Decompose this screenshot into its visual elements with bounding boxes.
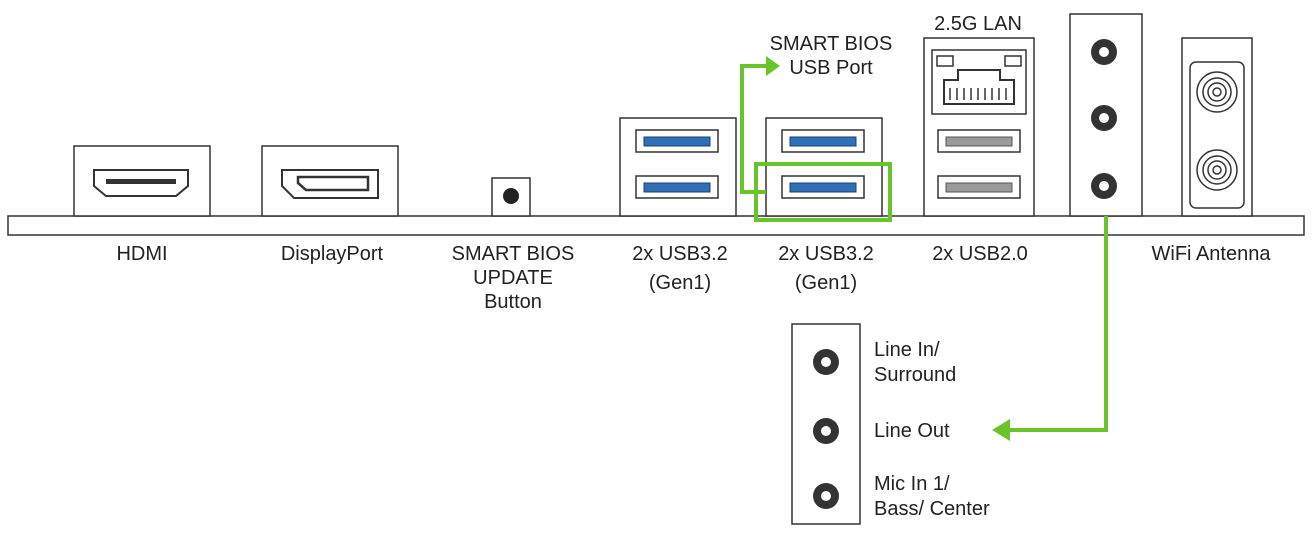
- line-out-label: Line Out: [874, 420, 950, 442]
- usb32-b-label-1: 2x USB3.2: [778, 243, 874, 265]
- audio-callout-arrow: [992, 216, 1108, 441]
- wifi-antenna-label: WiFi Antenna: [1152, 243, 1272, 265]
- io-plate: [7, 215, 1305, 236]
- usb32-a-label-1: 2x USB3.2: [632, 243, 728, 265]
- usb20-label: 2x USB2.0: [932, 243, 1028, 265]
- lan-label: 2.5G LAN: [934, 13, 1022, 35]
- audio-jack-block: [1069, 13, 1143, 217]
- bios-usb-highlight: [740, 56, 892, 222]
- bios-usb-callout-1: SMART BIOS: [770, 33, 893, 55]
- mic-in-label-1: Mic In 1/: [874, 473, 950, 495]
- usb32-b-label-2: (Gen1): [795, 272, 857, 294]
- hdmi-port: [73, 145, 211, 217]
- lan-port: [931, 49, 1027, 115]
- bios-button-label-2: UPDATE: [473, 267, 553, 289]
- wifi-antenna-block: [1181, 37, 1253, 217]
- displayport-label: DisplayPort: [281, 243, 384, 265]
- displayport-port: [261, 145, 399, 217]
- hdmi-label: HDMI: [116, 243, 167, 265]
- line-in-label-1: Line In/: [874, 339, 940, 361]
- bios-button-label-3: Button: [484, 291, 542, 313]
- mic-in-label-2: Bass/ Center: [874, 498, 990, 520]
- bios-usb-callout-2: USB Port: [789, 57, 873, 79]
- usb32-a-label-2: (Gen1): [649, 272, 711, 294]
- usb32-port-block-b: [765, 117, 883, 217]
- lan-usb20-block: [923, 37, 1035, 217]
- usb32-port-block-a: [619, 117, 737, 217]
- audio-detail-panel: [791, 323, 861, 525]
- line-in-label-2: Surround: [874, 364, 956, 386]
- smart-bios-update-button: [491, 177, 531, 217]
- bios-button-label-1: SMART BIOS: [452, 243, 575, 265]
